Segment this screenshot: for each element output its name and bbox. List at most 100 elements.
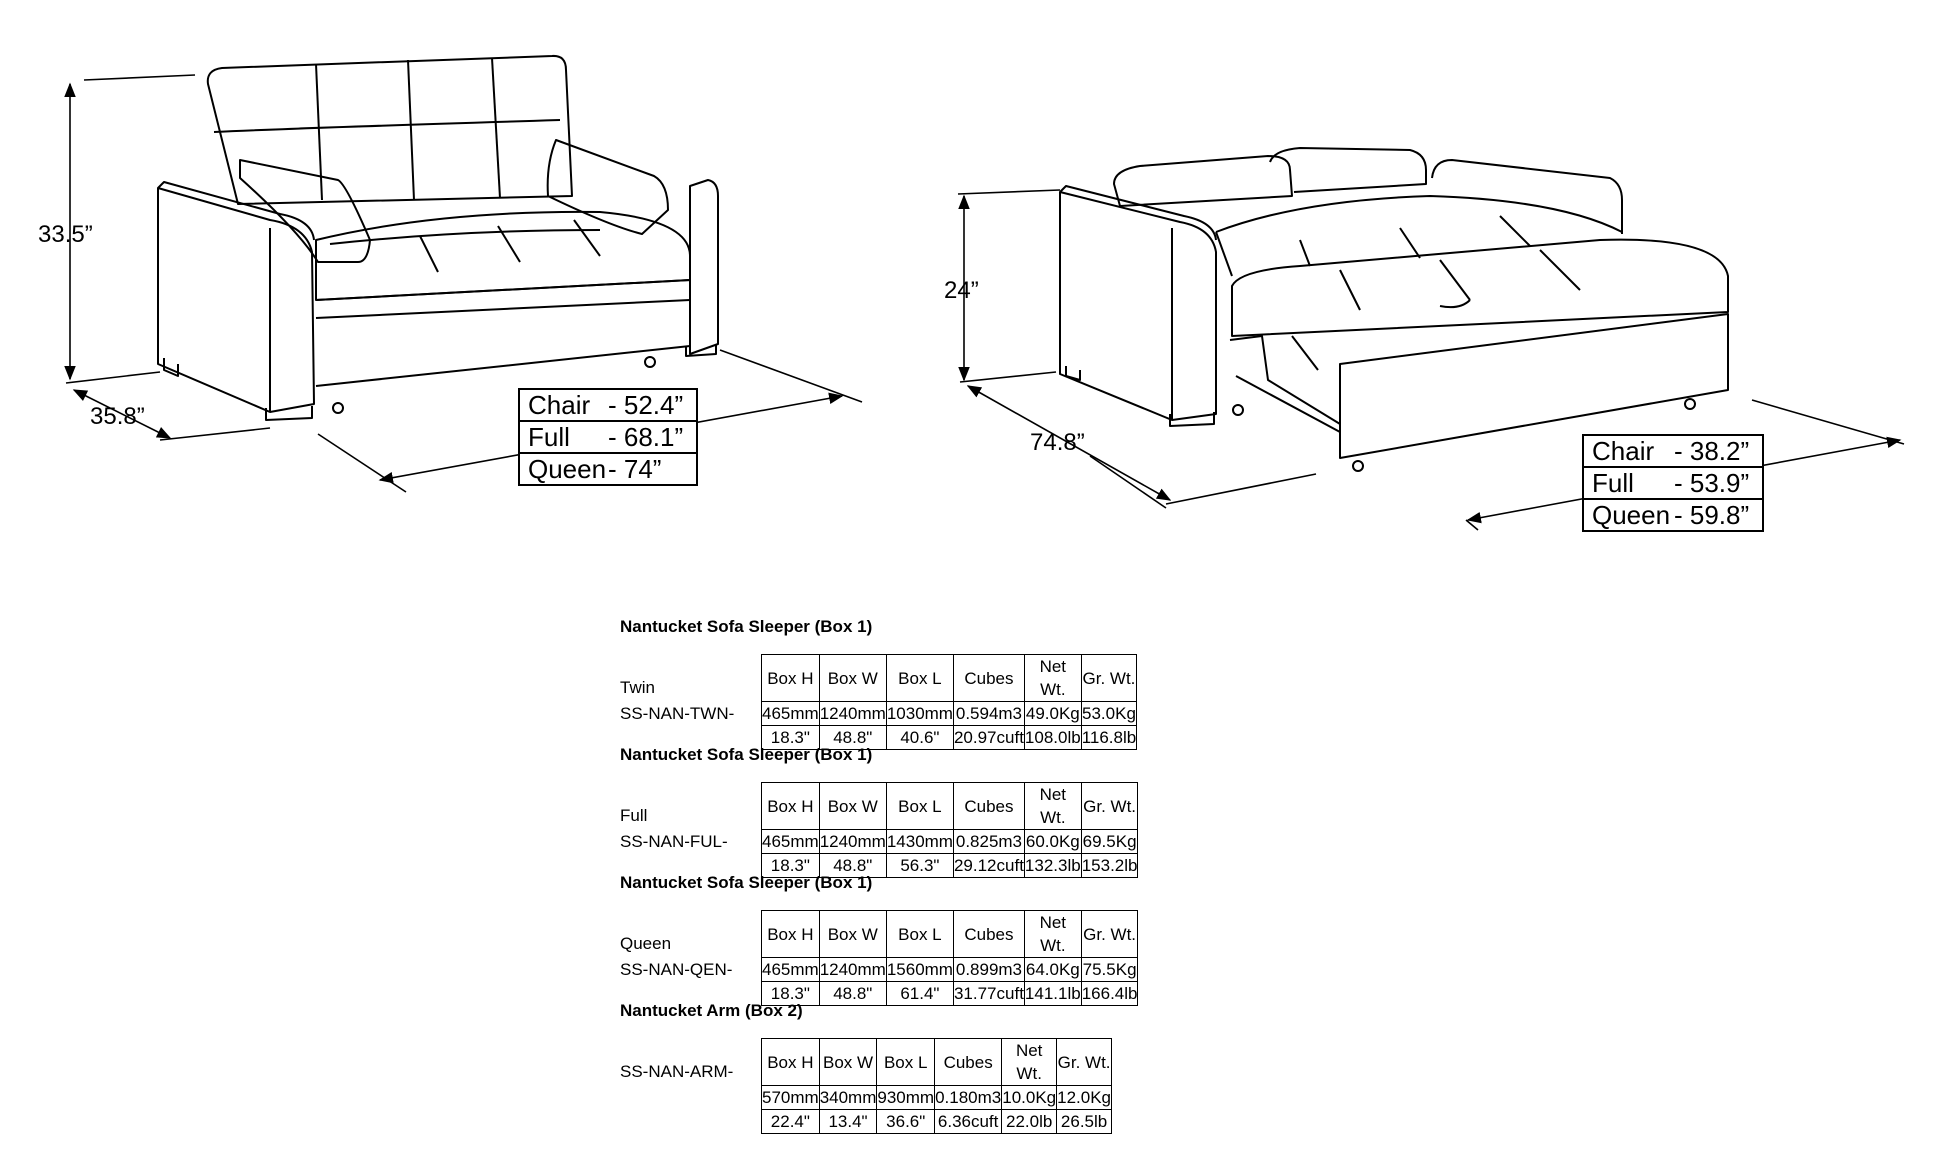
column-header: Gr. Wt. [1080,654,1138,702]
sku-label: SS-NAN-FUL- [620,832,728,851]
table-cell: 340mm [818,1085,878,1110]
column-header: Net Wt. [1023,782,1082,830]
width-row-chair: Chair - 38.2” [1584,436,1762,468]
table-cell: 40.6" [885,725,954,750]
column-header: Box W [818,782,887,830]
table-cell: 48.8" [818,853,887,878]
table-cell: 26.5lb [1056,1109,1113,1134]
table-cell: 930mm [876,1085,936,1110]
table-cell: 18.3" [761,853,820,878]
loveseat-width-box: Chair - 52.4” Full - 68.1” Queen - 74” [518,388,698,486]
column-header: Box H [761,654,820,702]
width-row-full: Full - 68.1” [520,422,696,454]
table-cell: 69.5Kg [1080,829,1139,854]
table-cell: 570mm [761,1085,820,1110]
width-row-value: - 68.1” [608,421,684,452]
width-row-label: Chair [528,389,591,420]
table-cell: 20.97cuft [952,725,1025,750]
column-header: Gr. Wt. [1056,1038,1113,1086]
table-cell: 12.0Kg [1056,1085,1113,1110]
table-cell: 166.4lb [1080,981,1139,1006]
table-cell: 48.8" [818,725,887,750]
section-title: Nantucket Arm (Box 2) [620,1001,803,1020]
width-row-queen: Queen - 59.8” [1584,500,1762,530]
table-cell: 153.2lb [1080,853,1139,878]
table-cell: 75.5Kg [1080,957,1139,982]
width-row-chair: Chair - 52.4” [520,390,696,422]
width-row-label: Chair [1592,435,1655,466]
sku-label: SS-NAN-ARM- [620,1062,734,1081]
table-cell: 1240mm [818,829,887,854]
table-cell: 10.0Kg [1001,1085,1058,1110]
table-cell: 22.4" [761,1109,820,1134]
table-cell: 18.3" [761,981,820,1006]
column-header: Cubes [952,782,1025,830]
column-header: Box W [818,1038,878,1086]
column-header: Box L [876,1038,936,1086]
table-cell: 53.0Kg [1080,701,1138,726]
width-row-full: Full - 53.9” [1584,468,1762,500]
column-header: Box L [885,654,954,702]
table-cell: 49.0Kg [1023,701,1082,726]
column-header: Gr. Wt. [1080,910,1139,958]
width-row-value: - 52.4” [608,389,684,420]
sku-label: SS-NAN-QEN- [620,960,733,979]
column-header: Box W [818,654,887,702]
column-header: Box L [885,782,954,830]
table-cell: 465mm [761,829,820,854]
column-header: Box H [761,782,820,830]
table-cell: 108.0lb [1023,725,1082,750]
width-row-value: - 38.2” [1674,435,1750,466]
width-row-value: - 53.9” [1674,467,1750,498]
width-row-queen: Queen - 74” [520,454,696,484]
sleeper-dimension-lines [957,189,1905,531]
column-header: Gr. Wt. [1080,782,1139,830]
table-cell: 116.8lb [1080,725,1138,750]
loveseat-height-label: 33.5” [38,221,93,248]
table-cell: 0.594m3 [952,701,1025,726]
size-label: Twin [620,678,655,697]
size-label: Full [620,806,648,825]
table-cell: 13.4" [818,1109,878,1134]
table-cell: 1240mm [818,957,887,982]
sleeper-width-box: Chair - 38.2” Full - 53.9” Queen - 59.8” [1582,434,1764,532]
column-header: Net Wt. [1023,910,1082,958]
table-cell: 64.0Kg [1023,957,1082,982]
table-cell: 56.3" [885,853,954,878]
column-header: Box L [885,910,954,958]
section-title: Nantucket Sofa Sleeper (Box 1) [620,617,873,636]
column-header: Cubes [952,654,1025,702]
column-header: Net Wt. [1023,654,1082,702]
sku-label: SS-NAN-TWN- [620,704,735,723]
table-cell: 48.8" [818,981,887,1006]
table-cell: 31.77cuft [952,981,1025,1006]
size-label: Queen [620,934,672,953]
width-row-value: - 59.8” [1674,499,1750,530]
width-row-label: Full [1592,467,1634,498]
table-cell: 0.825m3 [952,829,1025,854]
table-cell: 60.0Kg [1023,829,1082,854]
table-cell: 6.36cuft [934,1109,1003,1134]
table-cell: 1030mm [885,701,954,726]
width-row-value: - 74” [608,453,662,484]
table-cell: 61.4" [885,981,954,1006]
table-cell: 132.3lb [1023,853,1082,878]
loveseat-depth-label: 35.8” [90,403,145,430]
loveseat-dimension-lines [64,74,863,493]
width-row-label: Full [528,421,570,452]
